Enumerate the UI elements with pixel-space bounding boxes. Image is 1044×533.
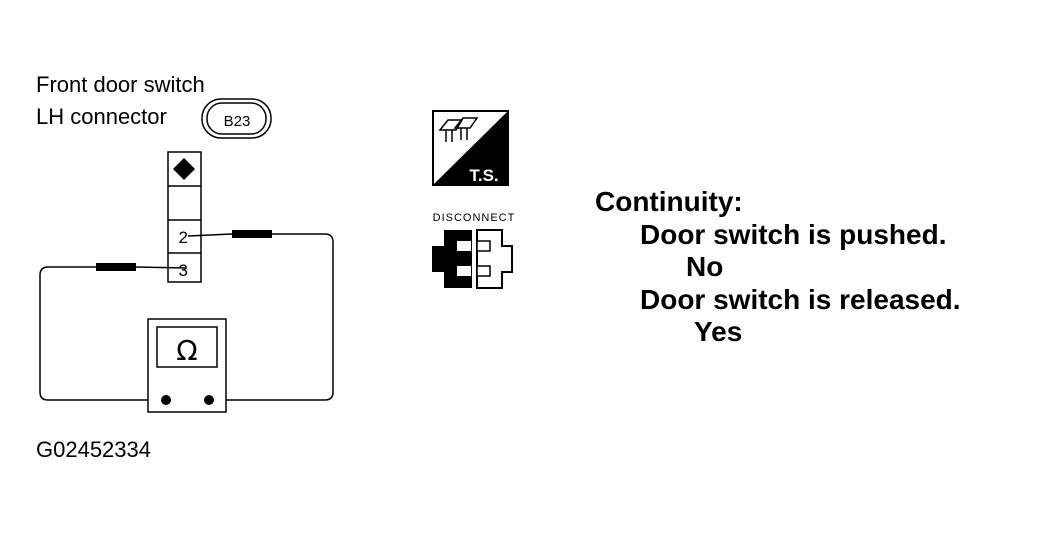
- probe-terminal-2: [187, 230, 334, 401]
- ohmmeter: [147, 318, 227, 413]
- figure-id: G02452334: [36, 437, 151, 462]
- probe-terminal-3: [39, 263, 187, 401]
- disconnect-label: DISCONNECT: [433, 212, 516, 224]
- terminal-2-label: 2: [179, 228, 188, 247]
- test-step-icon: [432, 110, 509, 186]
- continuity-result-pushed: No: [686, 251, 724, 282]
- connector-title-line2: LH connector: [36, 104, 167, 129]
- ohm-symbol: Ω: [176, 334, 197, 367]
- diamond-key-icon: [173, 158, 195, 180]
- continuity-condition-released: Door switch is released.: [640, 284, 961, 315]
- connector-title-line1: Front door switch: [36, 72, 205, 97]
- terminal-3-label: 3: [179, 261, 188, 280]
- connector-badge: [201, 98, 272, 139]
- connector-housing: [167, 151, 202, 283]
- connector-badge-label: B23: [224, 113, 251, 130]
- continuity-heading: Continuity:: [595, 186, 743, 217]
- ts-label: T.S.: [469, 166, 498, 185]
- continuity-result-released: Yes: [694, 316, 743, 347]
- meter-terminal-right: [204, 395, 214, 405]
- continuity-condition-pushed: Door switch is pushed.: [640, 219, 947, 250]
- meter-probe-icon: [438, 117, 479, 142]
- disconnect-connector-icon: [432, 229, 513, 289]
- meter-terminal-left: [161, 395, 171, 405]
